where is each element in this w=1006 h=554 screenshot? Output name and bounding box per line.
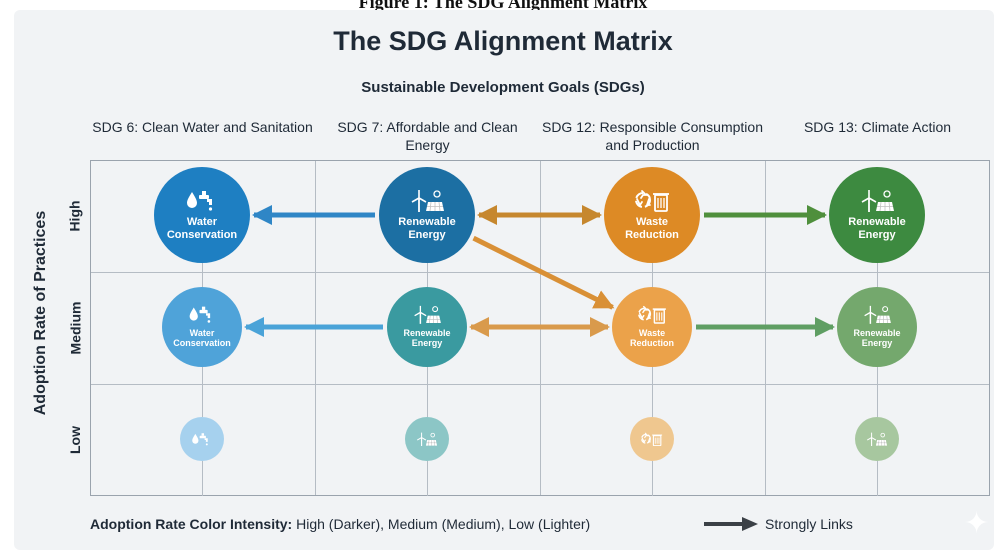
grid-stem: [427, 461, 428, 496]
node-wind-solar-medium: Renewable Energy: [387, 287, 467, 367]
node-label: Renewable Energy: [403, 327, 451, 349]
node-label: Renewable Energy: [398, 215, 456, 241]
column-header-sdg12: SDG 12: Responsible Consumption and Prod…: [541, 119, 763, 153]
legend-intensity-text: High (Darker), Medium (Medium), Low (Lig…: [292, 516, 591, 532]
figure-caption: Figure 1: The SDG Alignment Matrix: [358, 0, 648, 12]
column-header-sdg6: SDG 6: Clean Water and Sanitation: [92, 119, 313, 135]
node-label: Water Conservation: [173, 327, 231, 349]
column-header-sdg13: SDG 13: Climate Action: [803, 119, 952, 135]
water-tap-icon: [187, 190, 213, 211]
node-wind-solar-medium: Renewable Energy: [837, 287, 917, 367]
grid-stem: [202, 263, 203, 287]
column-header-sdg7: SDG 7: Affordable and Clean Energy: [337, 119, 518, 153]
wind-solar-icon: [417, 432, 438, 446]
node-label: Renewable Energy: [848, 215, 906, 241]
column-axis-title: Sustainable Development Goals (SDGs): [361, 79, 645, 96]
node-wind-solar-high: Renewable Energy: [379, 167, 475, 263]
page-title: The SDG Alignment Matrix: [333, 26, 673, 56]
water-tap-icon: [189, 306, 211, 324]
matrix-panel: [14, 10, 994, 550]
grid-divider: [91, 384, 989, 385]
recycle-bin-icon: [635, 189, 669, 212]
legend-bold-label: Adoption Rate Color Intensity:: [90, 516, 293, 532]
sparkle-icon: ✦: [964, 507, 990, 540]
grid-stem: [202, 367, 203, 417]
node-water-tap-high: Water Conservation: [154, 167, 250, 263]
grid-stem: [877, 367, 878, 417]
legend-intensity: Adoption Rate Color Intensity: High (Dar…: [90, 516, 590, 532]
recycle-bin-icon: [641, 432, 663, 446]
water-tap-icon: [192, 432, 209, 445]
node-water-tap-medium: Water Conservation: [162, 287, 242, 367]
node-recycle-bin-low: [630, 417, 674, 461]
legend-arrow-label: Strongly Links: [765, 516, 853, 532]
grid-stem: [427, 263, 428, 287]
grid-stem: [202, 461, 203, 496]
link-arrow: [472, 235, 615, 310]
grid-stem: [652, 263, 653, 287]
wind-solar-icon: [861, 189, 894, 212]
node-wind-solar-high: Renewable Energy: [829, 167, 925, 263]
node-wind-solar-low: [405, 417, 449, 461]
node-wind-solar-low: [855, 417, 899, 461]
wind-solar-icon: [867, 432, 888, 446]
legend-arrow-icon: [704, 517, 758, 531]
node-water-tap-low: [180, 417, 224, 461]
wind-solar-icon: [864, 306, 891, 325]
wind-solar-icon: [411, 189, 444, 212]
grid-stem: [652, 461, 653, 496]
node-recycle-bin-high: Waste Reduction: [604, 167, 700, 263]
node-label: Waste Reduction: [625, 215, 679, 241]
grid-stem: [877, 263, 878, 287]
node-recycle-bin-medium: Waste Reduction: [612, 287, 692, 367]
node-label: Waste Reduction: [630, 327, 674, 349]
node-label: Renewable Energy: [853, 327, 901, 349]
grid-stem: [427, 367, 428, 417]
node-label: Water Conservation: [166, 215, 238, 241]
grid-stem: [877, 461, 878, 496]
wind-solar-icon: [414, 306, 441, 325]
grid-stem: [652, 367, 653, 417]
recycle-bin-icon: [638, 306, 666, 325]
